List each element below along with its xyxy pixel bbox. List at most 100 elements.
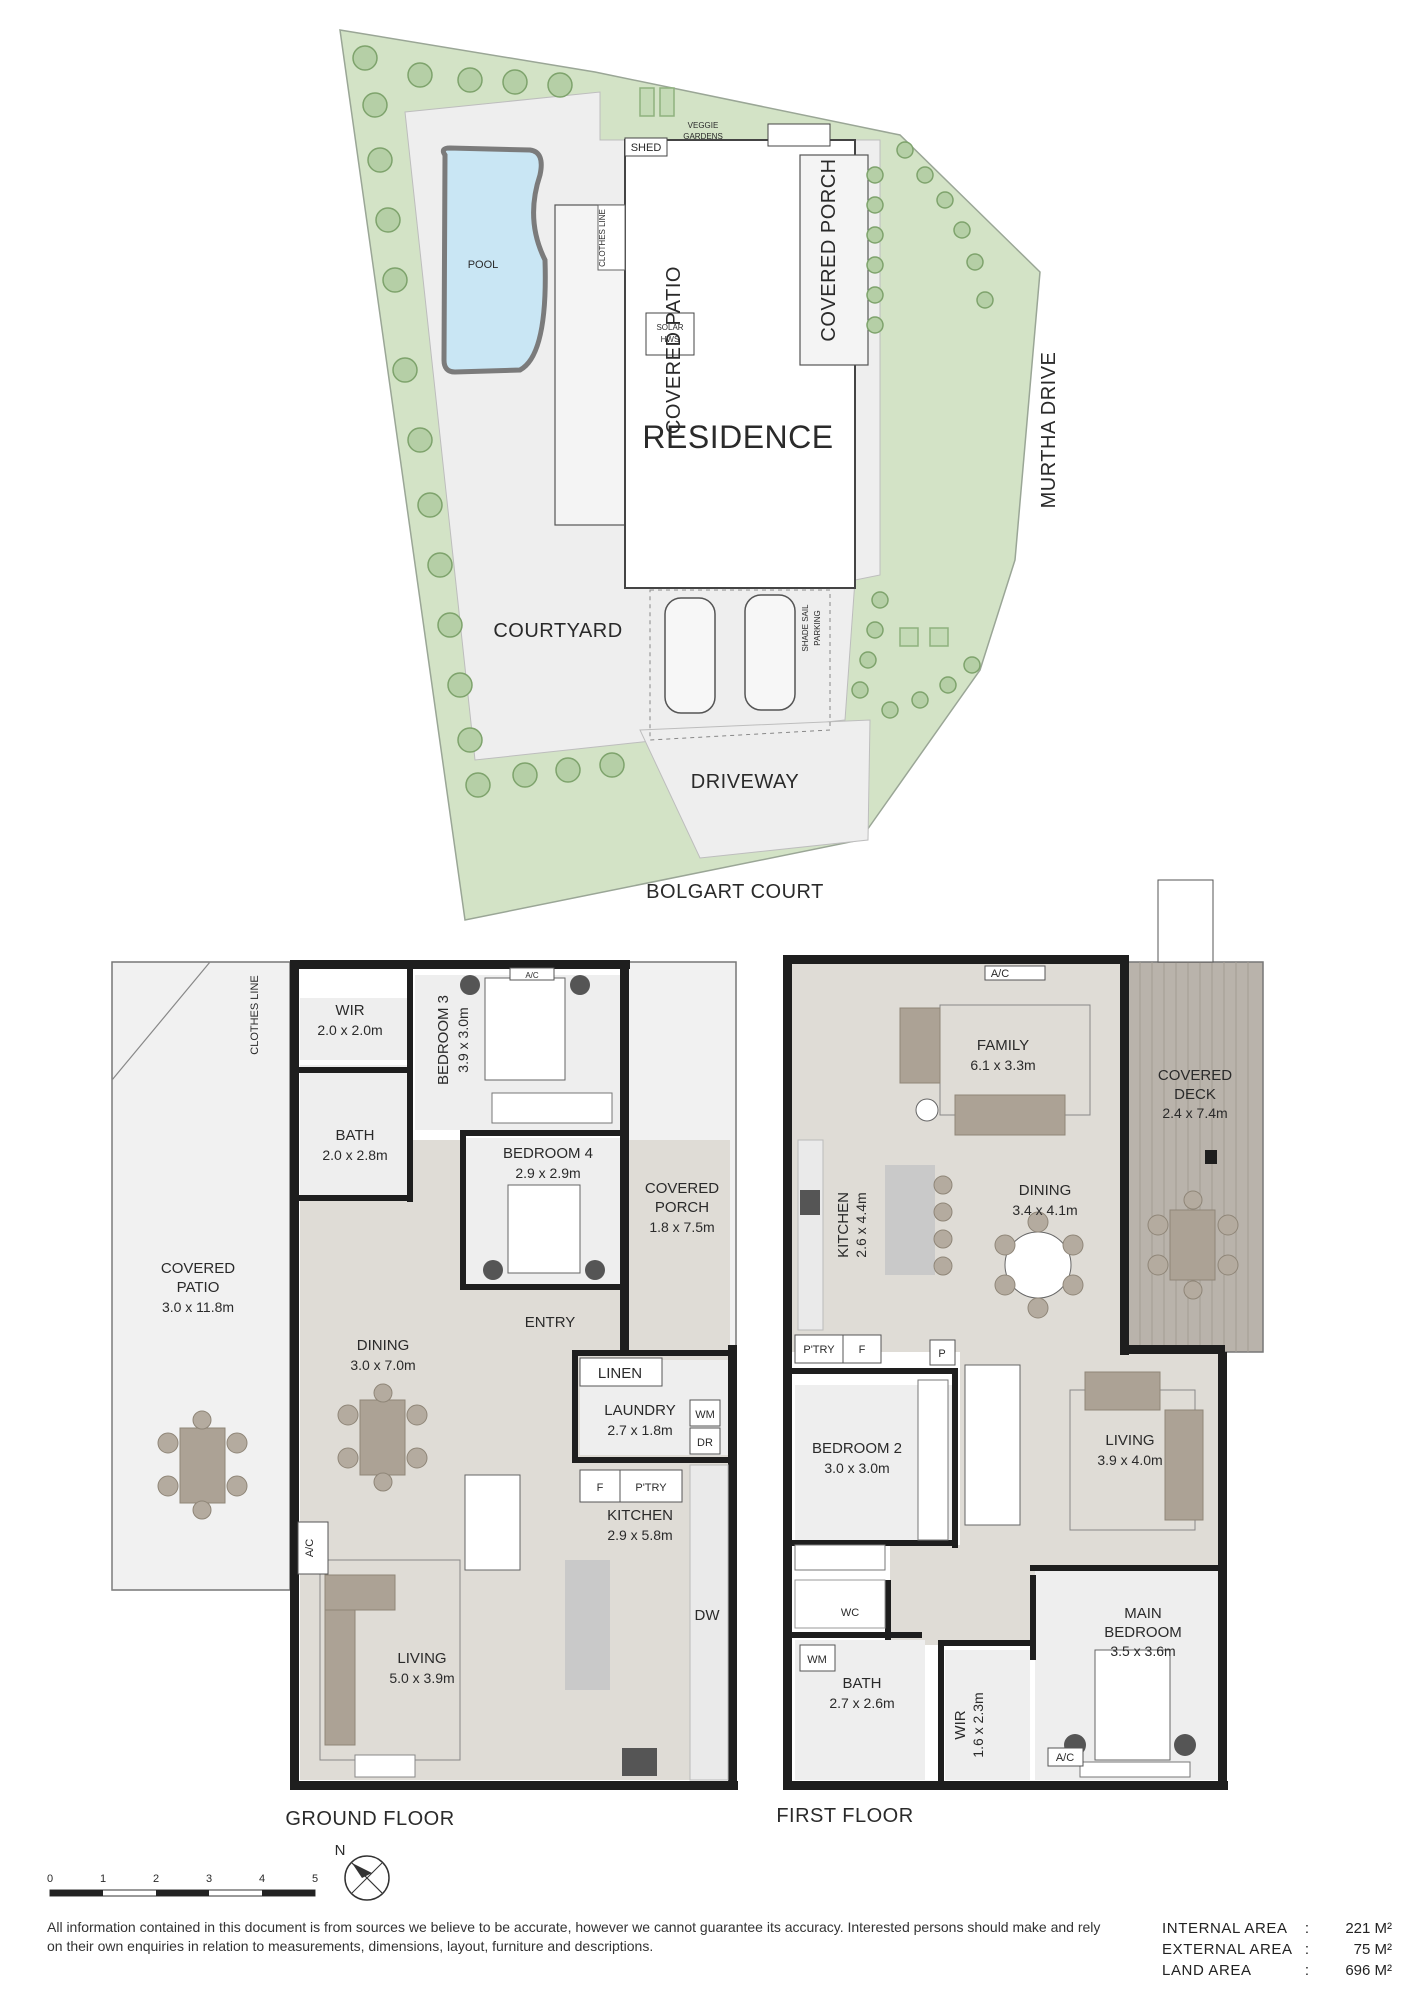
- gf-tag-ac-top: A/C: [525, 971, 539, 980]
- scale-tick-3: 3: [206, 1873, 212, 1885]
- gf-bed4: [507, 1184, 581, 1274]
- gf-entry-name: ENTRY: [525, 1314, 576, 1331]
- ff-walls: [783, 955, 1228, 1790]
- ff-dining-dim: 3.4 x 4.1m: [1012, 1202, 1077, 1218]
- ff-tag-ac-top: A/C: [991, 968, 1009, 980]
- area-value: 221 M²: [1345, 1920, 1392, 1937]
- gf-bedroom3-name: BEDROOM 3: [435, 995, 452, 1085]
- ff-living-name: LIVING: [1105, 1432, 1154, 1449]
- first-floor-plan: FIRST FLOOR FAMILY 6.1 x 3.3m COVERED DE…: [776, 879, 1264, 1827]
- scale-tick-1: 1: [100, 1873, 106, 1885]
- ff-family-chair: [899, 1007, 941, 1084]
- gf-tag-dw: DW: [695, 1607, 721, 1624]
- ff-kitchen-name: KITCHEN: [835, 1192, 852, 1258]
- ff-kitchen-bench: [797, 1139, 824, 1331]
- disclaimer: All information contained in this docume…: [47, 1919, 1101, 1954]
- veggie-bed-1: [639, 87, 655, 117]
- shade-sail-outline: [649, 589, 831, 741]
- site-solar-label-2: HWS: [661, 335, 680, 344]
- ff-bedroom2-name: BEDROOM 2: [812, 1440, 902, 1457]
- gf-kitchen-name: KITCHEN: [607, 1507, 673, 1524]
- area-summary: INTERNAL AREA : 221 M² EXTERNAL AREA : 7…: [1162, 1918, 1392, 1981]
- site-clothes-line-label: CLOTHES LINE: [598, 209, 607, 267]
- ff-main-bed: [1094, 1649, 1171, 1761]
- site-shed-label: SHED: [631, 142, 662, 154]
- ff-bath-dim: 2.7 x 2.6m: [829, 1695, 894, 1711]
- gf-living-name: LIVING: [397, 1650, 446, 1667]
- gf-porch-dim: 1.8 x 7.5m: [649, 1219, 714, 1235]
- ff-living-sofa: [1164, 1409, 1204, 1521]
- area-sep: :: [1304, 1941, 1310, 1958]
- gf-title: GROUND FLOOR: [285, 1808, 454, 1830]
- gf-patio-name-1: COVERED: [161, 1260, 235, 1277]
- ff-title: FIRST FLOOR: [776, 1805, 913, 1827]
- ff-deck-table: [1169, 1209, 1216, 1281]
- gf-tag-wm: WM: [695, 1409, 715, 1421]
- ff-family-dim: 6.1 x 3.3m: [970, 1057, 1035, 1073]
- gf-bed3: [484, 977, 566, 1081]
- scale-tick-0: 0: [47, 1873, 53, 1885]
- ff-deck-name-1: COVERED: [1158, 1067, 1232, 1084]
- ff-kitchen-dim: 2.6 x 4.4m: [853, 1192, 869, 1257]
- veggie-bed-2: [659, 87, 675, 117]
- gf-laundry-name: LAUNDRY: [604, 1402, 675, 1419]
- gf-wir-dim: 2.0 x 2.0m: [317, 1022, 382, 1038]
- ff-deck-dim: 2.4 x 7.4m: [1162, 1105, 1227, 1121]
- ff-tag-f: F: [859, 1344, 866, 1356]
- ff-main-bed-dim: 3.5 x 3.6m: [1110, 1643, 1175, 1659]
- gf-wir-name: WIR: [335, 1002, 364, 1019]
- gf-tag-pantry: P'TRY: [635, 1482, 667, 1494]
- ff-bath-name: BATH: [843, 1675, 882, 1692]
- gf-wir-floor: [300, 998, 410, 1060]
- ff-main-bed-name-1: MAIN: [1124, 1605, 1162, 1622]
- floorplan-drawing: RESIDENCE POOL COVERED PATIO COVERED POR…: [47, 29, 1264, 1901]
- gf-bath-dim: 2.0 x 2.8m: [322, 1147, 387, 1163]
- ff-family-name: FAMILY: [977, 1037, 1029, 1054]
- ff-wc-name: WC: [841, 1607, 859, 1619]
- area-row-land: LAND AREA : 696 M²: [1162, 1960, 1392, 1981]
- gf-tag-f: F: [597, 1482, 604, 1494]
- gf-living-dim: 5.0 x 3.9m: [389, 1670, 454, 1686]
- scale-tick-5: 5: [312, 1873, 318, 1885]
- area-sep: :: [1304, 1920, 1310, 1937]
- shed: [624, 137, 668, 157]
- compass: N: [335, 1842, 390, 1901]
- gf-bedroom4-name: BEDROOM 4: [503, 1145, 593, 1162]
- ground-floor-plan: GROUND FLOOR CLOTHES LINE WIR 2.0 x 2.0m…: [111, 960, 738, 1830]
- car-left: [664, 597, 716, 714]
- gf-bath-name: BATH: [336, 1127, 375, 1144]
- area-sep: :: [1304, 1962, 1310, 1979]
- ff-bedroom2-dim: 3.0 x 3.0m: [824, 1460, 889, 1476]
- ff-tag-p: P: [938, 1348, 945, 1360]
- courtyard-steps: [597, 204, 626, 271]
- gf-dining-table: [359, 1399, 406, 1476]
- solar-hws: [645, 312, 695, 356]
- ff-living-chair: [1084, 1371, 1161, 1411]
- site-stairs: [767, 123, 831, 147]
- site-covered-porch-label: COVERED PORCH: [818, 158, 840, 341]
- ff-deck-stairs: [1157, 879, 1214, 963]
- gf-kitchen-dim: 2.9 x 5.8m: [607, 1527, 672, 1543]
- gf-porch-name-2: PORCH: [655, 1199, 709, 1216]
- gf-clothes-line: CLOTHES LINE: [249, 975, 261, 1054]
- ff-dining-name: DINING: [1019, 1182, 1072, 1199]
- compass-north: N: [335, 1842, 346, 1859]
- pool: [440, 145, 548, 375]
- scale-bar: 0 1 2 3 4 5: [47, 1873, 318, 1897]
- gf-linen-name: LINEN: [598, 1365, 642, 1382]
- gf-bedroom3-dim: 3.9 x 3.0m: [455, 1007, 471, 1072]
- gf-dining-dim: 3.0 x 7.0m: [350, 1357, 415, 1373]
- street-bolgart-court: BOLGART COURT: [646, 881, 824, 903]
- gf-kitchen-bench: [689, 1464, 729, 1781]
- site-covered-patio-label: COVERED PATIO: [663, 266, 685, 434]
- gf-porch-name-1: COVERED: [645, 1180, 719, 1197]
- ff-main-bed-name-2: BEDROOM: [1104, 1624, 1182, 1641]
- ff-wir-name: WIR: [952, 1710, 969, 1739]
- car-right: [744, 594, 796, 711]
- site-courtyard-label: COURTYARD: [493, 620, 622, 642]
- site-veggie-label-1: VEGGIE: [688, 121, 719, 130]
- gf-laundry-dim: 2.7 x 1.8m: [607, 1422, 672, 1438]
- driveway-area: [639, 719, 871, 859]
- ff-tag-wm: WM: [807, 1654, 827, 1666]
- site-trees: [352, 45, 994, 798]
